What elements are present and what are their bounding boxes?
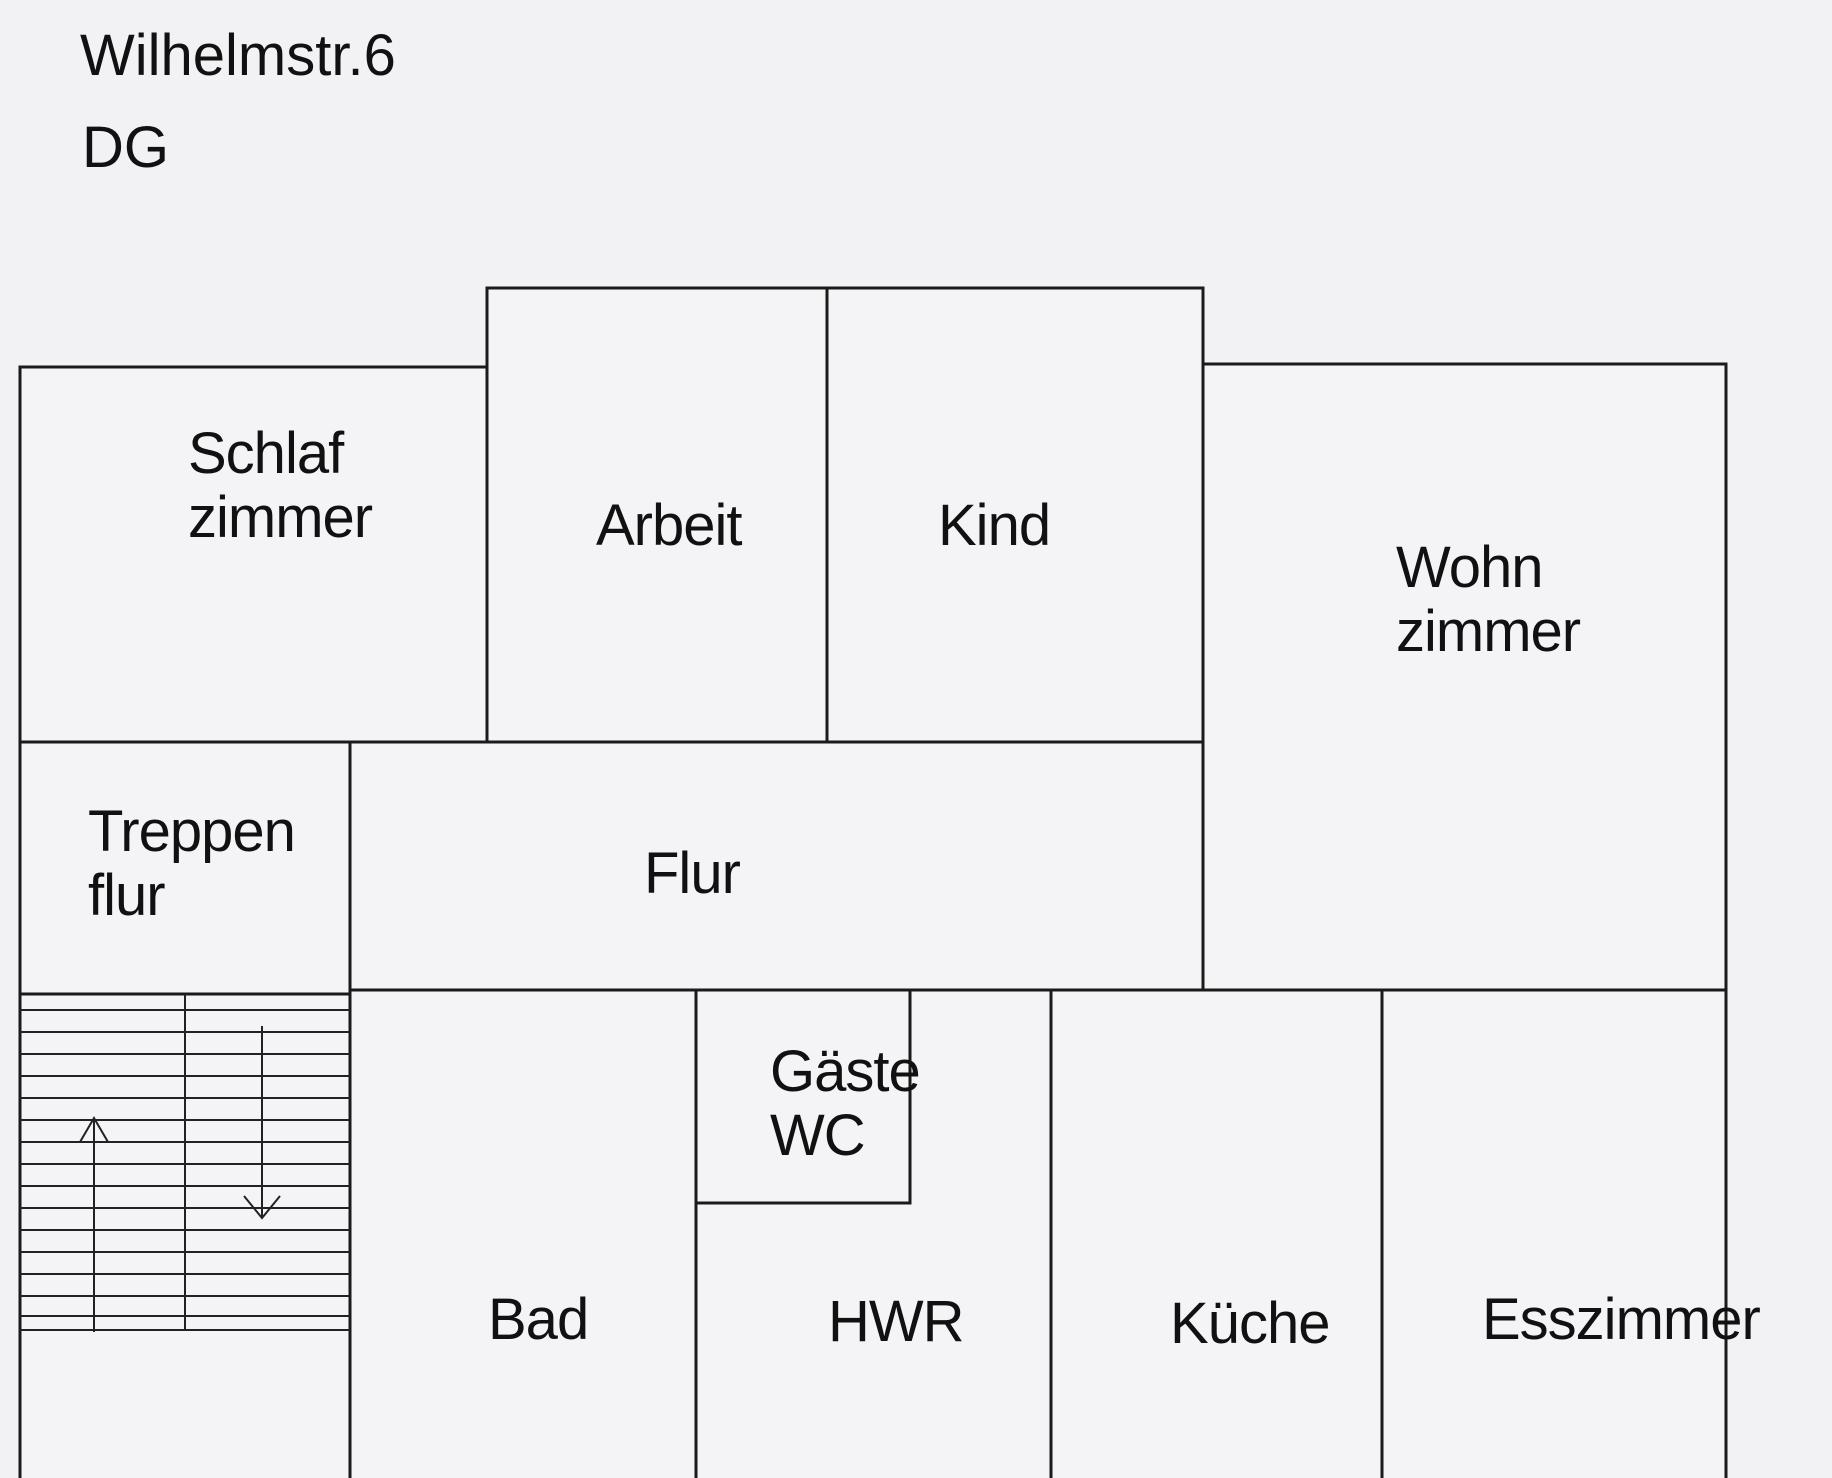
room-label-kueche: Küche — [1170, 1291, 1330, 1356]
floor-label: DG — [82, 115, 169, 180]
room-arbeit-outline — [485, 286, 829, 744]
room-bad-outline — [348, 988, 698, 1478]
stair-down-arrow-icon — [243, 1026, 281, 1220]
room-wohnzimmer-outline — [1201, 362, 1728, 992]
room-kueche-outline — [1049, 988, 1384, 1478]
room-label-hwr: HWR — [828, 1289, 965, 1354]
room-label-bad: Bad — [488, 1287, 589, 1352]
room-schlafzimmer-outline — [18, 365, 489, 744]
room-label-esszimmer: Esszimmer — [1482, 1287, 1761, 1352]
room-esszimmer-outline — [1380, 988, 1728, 1478]
room-label-schlafzimmer: Schlaf zimmer — [188, 421, 373, 550]
room-label-wohnzimmer: Wohn zimmer — [1396, 535, 1581, 664]
room-flur-outline — [348, 740, 1205, 992]
room-treppenflur-outline — [18, 740, 352, 996]
room-gaeste-wc-outline — [694, 988, 912, 1205]
room-kind-outline — [825, 286, 1205, 744]
stair-treads — [20, 994, 350, 1331]
room-label-gaeste-wc: Gäste WC — [770, 1039, 921, 1168]
room-label-treppenflur: Treppen flur — [88, 799, 296, 928]
room-label-flur: Flur — [644, 841, 741, 906]
stair-up-arrow-icon — [79, 1116, 109, 1332]
address-title: Wilhelmstr.6 — [80, 23, 396, 88]
room-label-kind: Kind — [938, 493, 1051, 558]
room-label-arbeit: Arbeit — [596, 493, 743, 558]
